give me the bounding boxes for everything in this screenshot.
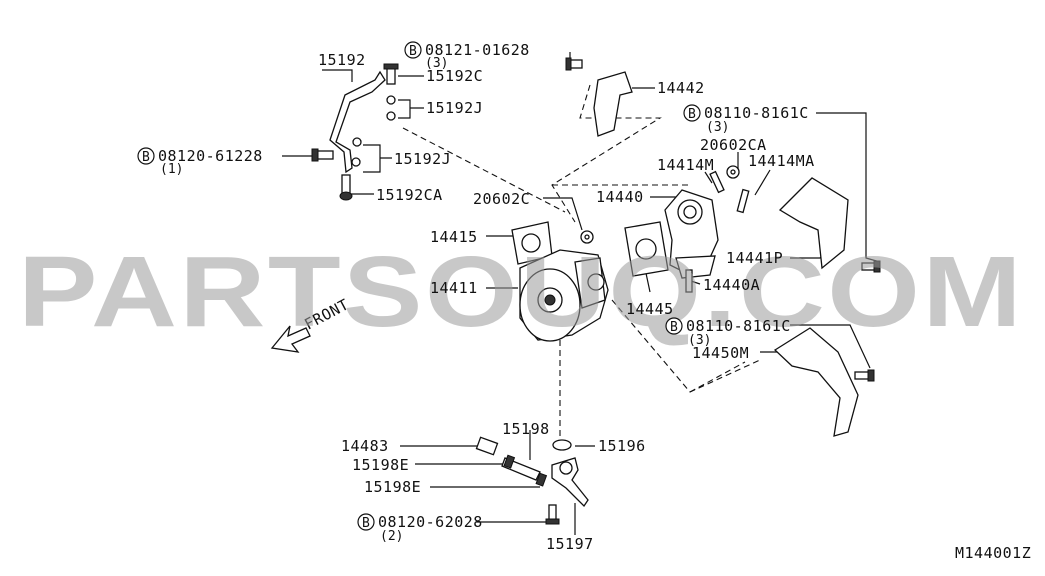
turbocharger-14411 bbox=[519, 249, 609, 342]
qty-08120-61228: (1) bbox=[160, 162, 183, 177]
bolt-08110-8161C-bottom bbox=[854, 369, 875, 382]
qty-08110-8161C-bottom: (3) bbox=[688, 333, 711, 348]
label-15192J-a[interactable]: 15192J bbox=[426, 99, 483, 117]
bolt-symbol-08110-8161C-bottom: B bbox=[665, 317, 683, 335]
bolt-08120-62028 bbox=[545, 504, 560, 525]
label-15198[interactable]: 15198 bbox=[502, 420, 550, 438]
label-15192CA[interactable]: 15192CA bbox=[376, 186, 443, 204]
gasket-15196 bbox=[552, 439, 572, 451]
label-08121-01628[interactable]: 08121-01628 bbox=[425, 41, 530, 59]
nut-20602C bbox=[580, 230, 594, 244]
qty-08120-62028: (2) bbox=[380, 529, 403, 544]
connector-14483 bbox=[475, 436, 499, 456]
oil-feed-pipe bbox=[329, 70, 396, 174]
bolt-15192C bbox=[383, 63, 399, 85]
heat-shield-14442 bbox=[593, 71, 633, 137]
stud-14414MA bbox=[736, 188, 750, 214]
bolt-symbol-08120-62028: B bbox=[357, 513, 375, 531]
label-14440[interactable]: 14440 bbox=[596, 188, 644, 206]
part-labels: 15192 15192C 15192J 15192J 15192CA 08120… bbox=[158, 41, 1031, 562]
label-08110-8161C-top[interactable]: 08110-8161C bbox=[704, 104, 809, 122]
label-08110-8161C-bottom[interactable]: 08110-8161C bbox=[686, 317, 791, 335]
bolt-symbol-08121-01628: B bbox=[404, 41, 422, 59]
label-14441P[interactable]: 14441P bbox=[726, 249, 783, 267]
label-14442[interactable]: 14442 bbox=[657, 79, 705, 97]
bolt-08110-8161C-top bbox=[861, 260, 881, 273]
oil-return-pipe-15197 bbox=[551, 457, 589, 508]
qty-08121-01628: (3) bbox=[425, 56, 448, 71]
label-14414MA[interactable]: 14414MA bbox=[748, 152, 815, 170]
label-15192[interactable]: 15192 bbox=[318, 51, 366, 69]
clamp-15198E bbox=[503, 454, 548, 487]
bolt-symbol-08120-61228: B bbox=[137, 147, 155, 165]
label-20602CA[interactable]: 20602CA bbox=[700, 136, 767, 154]
diagram-code: M144001Z bbox=[955, 544, 1031, 562]
stud-14440A bbox=[685, 269, 693, 293]
label-14414M[interactable]: 14414M bbox=[657, 156, 714, 174]
bolt-15192CA bbox=[339, 174, 353, 201]
label-14411[interactable]: 14411 bbox=[430, 279, 478, 297]
label-15198E-a[interactable]: 15198E bbox=[352, 456, 409, 474]
label-14415[interactable]: 14415 bbox=[430, 228, 478, 246]
label-14445[interactable]: 14445 bbox=[626, 300, 674, 318]
label-08120-61228[interactable]: 08120-61228 bbox=[158, 147, 263, 165]
label-14483[interactable]: 14483 bbox=[341, 437, 389, 455]
stud-14414M bbox=[709, 170, 725, 194]
label-14440A[interactable]: 14440A bbox=[703, 276, 760, 294]
label-15192J-b[interactable]: 15192J bbox=[394, 150, 451, 168]
bolt-08121-01628 bbox=[565, 57, 583, 71]
bolt-symbol-b: B bbox=[142, 150, 150, 165]
label-15196[interactable]: 15196 bbox=[598, 437, 646, 455]
label-15197[interactable]: 15197 bbox=[546, 535, 594, 553]
qty-08110-8161C-top: (3) bbox=[706, 120, 729, 135]
bolt-symbol-08110-8161C-top: B bbox=[683, 104, 701, 122]
label-15192C[interactable]: 15192C bbox=[426, 67, 483, 85]
bolt-08120-61228 bbox=[311, 148, 334, 162]
label-20602C[interactable]: 20602C bbox=[473, 190, 530, 208]
label-14450M[interactable]: 14450M bbox=[692, 344, 749, 362]
bolt-symbol-b: B bbox=[670, 320, 678, 335]
heat-shield-14450M bbox=[773, 327, 859, 437]
bolt-symbol-b: B bbox=[362, 516, 370, 531]
bolt-symbol-b: B bbox=[409, 44, 417, 59]
exhaust-outlet-14440 bbox=[664, 189, 719, 279]
heat-shield-14441P bbox=[778, 177, 849, 270]
label-08120-62028[interactable]: 08120-62028 bbox=[378, 513, 483, 531]
label-15198E-b[interactable]: 15198E bbox=[364, 478, 421, 496]
nut-20602CA bbox=[726, 165, 740, 179]
assembly-dashed-lines bbox=[402, 84, 761, 440]
bolt-symbol-b: B bbox=[688, 107, 696, 122]
gasket-14445 bbox=[624, 221, 669, 277]
watermark-text: PARTSOUQ.COM bbox=[18, 236, 1024, 348]
